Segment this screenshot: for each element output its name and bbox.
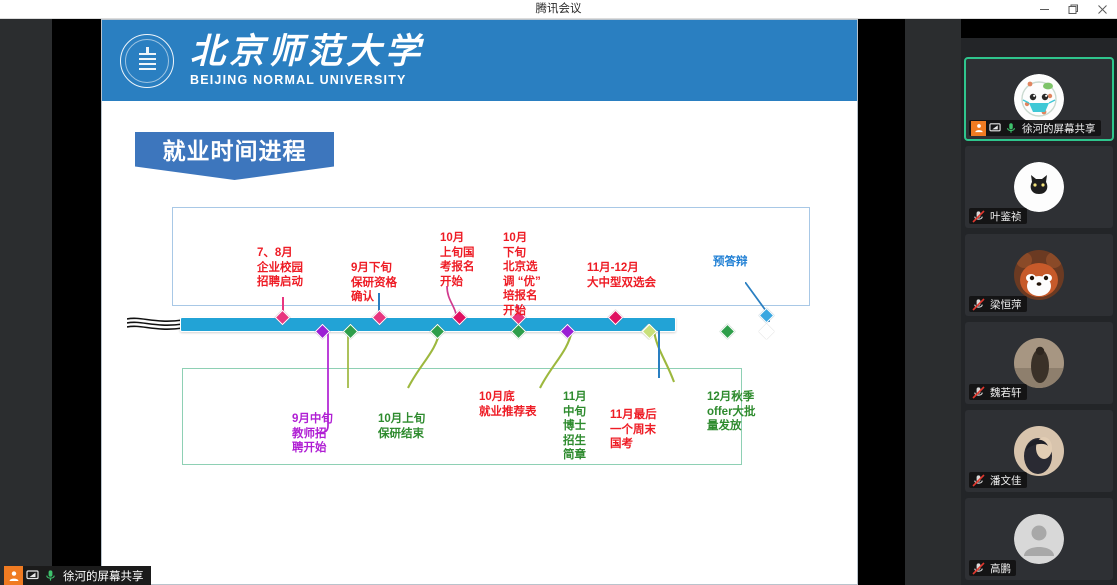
- stage-right-gutter: [905, 19, 961, 585]
- presenter-status-pill: 徐河的屏幕共享: [4, 566, 151, 585]
- timeline-node-below-7: [719, 323, 736, 340]
- title-bar: 腾讯会议: [0, 0, 1117, 19]
- participant-badge: 梁恒萍: [969, 296, 1027, 312]
- participant-name: 潘文佳: [990, 474, 1022, 487]
- timeline-label-below-5: 11月最后 一个周末 国考: [610, 409, 657, 450]
- participant-tile[interactable]: 魏若轩: [965, 322, 1113, 404]
- participant-name: 梁恒萍: [990, 298, 1022, 311]
- participant-name: 叶鉴祯: [990, 210, 1022, 223]
- participant-tile[interactable]: 高鹏: [965, 498, 1113, 580]
- presentation-slide: 北京师范大学 BEIJING NORMAL UNIVERSITY 就业时间进程: [102, 20, 857, 584]
- connector-above-2: [378, 293, 380, 320]
- timeline-graphic: [102, 20, 857, 584]
- microphone-muted-icon: [971, 561, 986, 576]
- microphone-muted-icon: [971, 209, 986, 224]
- participant-name: 魏若轩: [990, 386, 1022, 399]
- microphone-muted-icon: [971, 473, 986, 488]
- participant-list[interactable]: 徐河的屏幕共享 叶鉴祯: [961, 38, 1117, 585]
- maximize-restore-button[interactable]: [1059, 0, 1088, 19]
- participant-badge: 高鹏: [969, 560, 1016, 576]
- avatar: [1014, 74, 1064, 124]
- timeline-label-above-3: 10月 上旬国 考报名 开始: [440, 232, 475, 288]
- upper-content-box: [172, 207, 810, 306]
- slide-header-band: 北京师范大学 BEIJING NORMAL UNIVERSITY: [102, 20, 857, 101]
- connector-below-1: [317, 330, 329, 434]
- participant-badge: 潘文佳: [969, 472, 1027, 488]
- close-button[interactable]: [1088, 0, 1117, 19]
- shared-screen-frame[interactable]: 北京师范大学 BEIJING NORMAL UNIVERSITY 就业时间进程: [101, 19, 858, 585]
- screen-share-icon: [987, 121, 1002, 136]
- stage-left-gutter: [0, 19, 52, 585]
- slide-title: 就业时间进程: [162, 138, 307, 164]
- timeline-tail-icon: [127, 317, 183, 330]
- university-name-en: BEIJING NORMAL UNIVERSITY: [190, 72, 407, 87]
- timeline-label-below-6: 12月秋季 offer大批 量发放: [707, 391, 756, 432]
- participant-tile[interactable]: 叶鉴祯: [965, 146, 1113, 228]
- participant-tile[interactable]: 梁恒萍: [965, 234, 1113, 316]
- microphone-muted-icon: [971, 385, 986, 400]
- person-icon: [4, 566, 23, 585]
- connector-below-4: [539, 330, 574, 389]
- connector-below-6: [658, 330, 660, 378]
- participant-name: 徐河的屏幕共享: [1022, 122, 1096, 135]
- stage-left-letterbox: [52, 19, 102, 585]
- presenter-name: 徐河的屏幕共享: [63, 570, 144, 583]
- microphone-muted-icon: [971, 297, 986, 312]
- avatar: [1014, 250, 1064, 300]
- connector-above-1: [282, 297, 284, 320]
- timeline-rail: [180, 317, 676, 332]
- timeline-label-above-2: 9月下旬 保研资格 确认: [351, 262, 397, 303]
- lower-content-box: [182, 368, 742, 465]
- person-icon: [971, 120, 986, 136]
- timeline-label-above-1: 7、8月 企业校园 招聘启动: [257, 247, 303, 288]
- participant-badge: 叶鉴祯: [969, 208, 1027, 224]
- connector-below-2: [347, 330, 349, 388]
- meeting-stage: 北京师范大学 BEIJING NORMAL UNIVERSITY 就业时间进程: [0, 19, 1117, 585]
- timeline-label-below-2: 10月上旬 保研结束: [378, 413, 426, 440]
- participant-name: 高鹏: [990, 562, 1011, 575]
- participant-badge: 魏若轩: [969, 384, 1027, 400]
- participant-tile[interactable]: 潘文佳: [965, 410, 1113, 492]
- window-title: 腾讯会议: [535, 3, 582, 15]
- timeline-label-below-1: 9月中旬 教师招 聘开始: [292, 413, 333, 454]
- participant-tile[interactable]: 徐河的屏幕共享: [964, 57, 1114, 141]
- timeline-node-below-9: [758, 323, 775, 340]
- avatar: [1014, 338, 1064, 388]
- avatar: [1014, 426, 1064, 476]
- participant-badge: 徐河的屏幕共享: [969, 120, 1101, 136]
- university-seal-icon: [120, 33, 174, 88]
- university-name-cn: 北京师范大学: [190, 32, 425, 72]
- microphone-icon: [1003, 121, 1018, 136]
- microphone-icon: [41, 566, 59, 585]
- timeline-label-above-5: 11月-12月 大中型双选会: [587, 262, 656, 289]
- connector-below-3: [407, 330, 442, 389]
- connector-below-5: [652, 330, 675, 383]
- stage-right-letterbox: [857, 19, 905, 585]
- avatar: [1014, 162, 1064, 212]
- avatar: [1014, 514, 1064, 564]
- screen-share-icon: [23, 566, 41, 585]
- timeline-label-above-6: 预答辩: [713, 256, 748, 268]
- timeline-label-below-3: 10月底 就业推荐表: [479, 391, 537, 418]
- timeline-label-below-4: 11月 中旬 博士 招生 简章: [563, 391, 587, 461]
- university-wordmark: 北京师范大学 BEIJING NORMAL UNIVERSITY: [190, 32, 425, 87]
- timeline-label-above-4: 10月 下旬 北京选 调 “优” 培报名 开始: [503, 232, 541, 317]
- minimize-button[interactable]: [1030, 0, 1059, 19]
